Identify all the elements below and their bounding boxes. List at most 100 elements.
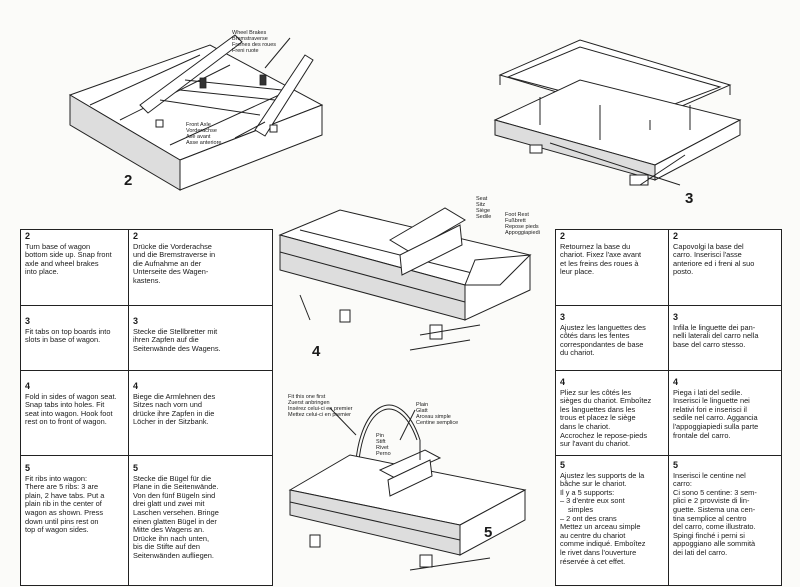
callout-line: Mettez celui-ci en premier	[288, 412, 351, 418]
cell-it-step-2: 2 Capovolgi la base del carro. Inserisci…	[668, 229, 782, 280]
callout-foot-rest: Foot Rest Fußbrett Repose pieds Appoggia…	[505, 212, 540, 236]
step-number: 5	[673, 460, 679, 470]
step-number: 2	[25, 231, 31, 241]
text-line: die Aufnahme an der	[133, 258, 202, 268]
text-line: Mitte des Wagens an.	[133, 525, 205, 535]
text-line: Seitenwände des Wagens.	[133, 343, 221, 353]
step-2-number: 2	[124, 172, 133, 189]
divider-left-col	[128, 229, 129, 586]
text-line: Turn base of wagon	[25, 241, 91, 251]
callout-line: Freni ruote	[232, 48, 259, 54]
callout-line: Freines des roues	[232, 42, 277, 48]
text-line: carro:	[673, 479, 692, 489]
cell-de-step-4: 4 Biege die Armlehnen des Sitzes nach vo…	[128, 379, 273, 430]
text-line: Capovolgi la base del	[673, 241, 744, 251]
text-line: l'appoggiapiedi sulla parte	[673, 421, 759, 431]
text-line: frontale del carro.	[673, 430, 731, 440]
text-line: ihren Zapfen auf die	[133, 335, 199, 345]
cell-fr-step-2: 2 Retournez la base du chariot. Fixez l'…	[555, 229, 668, 280]
divider-right-col	[668, 229, 669, 586]
text-line: drücke ihre Zapfen in die	[133, 408, 215, 418]
text-line: bâche sur le chariot.	[560, 479, 627, 489]
text-line: trous et placez le siège	[560, 413, 636, 423]
text-line: Accrochez le repose-pieds	[560, 430, 648, 440]
text-line: du chariot.	[560, 348, 595, 358]
callout-line: Sedile	[476, 214, 492, 220]
callout-fit-first: Fit this one first Zuerst anbringen Insé…	[288, 394, 353, 418]
text-line: Von den fünf Bügeln sind	[133, 490, 216, 500]
callout-line: Asse anteriore	[186, 140, 222, 146]
text-line: sedile nel carro. Aggancia	[673, 413, 758, 423]
text-line: tina semplice al centro	[673, 513, 747, 523]
text-line: Stecke die Bügel für die	[133, 473, 212, 483]
callout-line: Perno	[376, 451, 391, 457]
callout-line: Seat	[476, 196, 488, 202]
text-line: sièges du chariot. Emboîtez	[560, 396, 652, 406]
text-line: sur l'avant du chariot.	[560, 439, 631, 449]
text-line: Plane in die Seitenwände.	[133, 482, 219, 492]
callout-line: Wheel Brakes	[232, 30, 267, 36]
callout-line: Insérez celui-ci en premier	[288, 406, 353, 412]
step-number: 5	[25, 463, 31, 473]
callout-line: Fit this one first	[288, 394, 326, 400]
text-line: Pliez sur les côtés les	[560, 387, 632, 397]
divider-left-row-2	[20, 370, 273, 371]
text-line: rest on to front of wagon.	[25, 417, 107, 427]
illustration-step-4	[270, 200, 550, 365]
text-line: et les freins des roues à	[560, 258, 639, 268]
text-line: – 3 d'entre eux sont	[560, 496, 625, 506]
callout-plain: Plain Glatt Arceau simple Centine sempli…	[416, 402, 458, 426]
cell-de-step-3: 3 Stecke die Stellbretter mit ihren Zapf…	[128, 314, 273, 356]
divider-right-row-1	[555, 305, 782, 306]
text-line: del carro, come illustrato.	[673, 522, 756, 532]
step-number: 5	[133, 463, 139, 473]
cell-en-step-3: 3 Fit tabs on top boards into slots in b…	[20, 314, 128, 348]
callout-line: Front Axle	[186, 122, 211, 128]
text-line: guette. Sistema una cen-	[673, 504, 756, 514]
text-line: Stecke die Stellbretter mit	[133, 326, 218, 336]
callout-line: Zuerst anbringen	[288, 400, 330, 406]
text-line: Fit tabs on top boards into	[25, 326, 111, 336]
text-line: Unterseite des Wagen-	[133, 267, 209, 277]
text-line: bottom side up. Snap front	[25, 250, 112, 260]
text-line: Fit ribs into wagon:	[25, 473, 88, 483]
text-line: einen glatten Bügel in der	[133, 516, 217, 526]
text-line: les languettes dans les	[560, 404, 636, 414]
text-line: slots in base of wagon.	[25, 335, 101, 345]
text-line: dei lati del carro.	[673, 547, 728, 557]
text-line: correspondantes de base	[560, 339, 644, 349]
cell-en-step-4: 4 Fold in sides of wagon seat. Snap tabs…	[20, 379, 128, 430]
callout-line: Stift	[376, 439, 386, 445]
text-line: und die Bremstraverse in	[133, 250, 216, 260]
text-line: base del carro stesso.	[673, 339, 746, 349]
callout-line: Fußbrett	[505, 218, 526, 224]
cell-de-step-5: 5 Stecke die Bügel für die Plane in die …	[128, 461, 273, 564]
step-number: 2	[560, 231, 566, 241]
text-line: leur place.	[560, 267, 595, 277]
callout-wheel-brakes: Wheel Brakes Bremstraverse Freines des r…	[232, 30, 276, 54]
cell-fr-step-4: 4 Pliez sur les côtés les sièges du char…	[555, 375, 668, 452]
callout-line: Pin	[376, 433, 384, 439]
text-line: axle and wheel brakes	[25, 258, 99, 268]
text-line: drei glatt und zwei mit	[133, 499, 205, 509]
text-line: dans le chariot.	[560, 421, 611, 431]
text-line: top of wagon sides.	[25, 525, 89, 535]
text-line: Löcher in der Sitzbank.	[133, 417, 209, 427]
cell-it-step-4: 4 Piega i lati del sedile. Inserisci le …	[668, 375, 782, 443]
step-number: 4	[673, 377, 679, 387]
text-line: Drücke die Vorderachse	[133, 241, 212, 251]
cell-fr-step-5: 5 Ajustez les supports de la bâche sur l…	[555, 458, 668, 569]
callout-line: Siège	[476, 208, 491, 214]
step-number: 4	[133, 381, 139, 391]
text-line: Piega i lati del sedile.	[673, 387, 743, 397]
text-line: relativi fori e inserisci il	[673, 404, 747, 414]
text-line: comme indiqué. Emboîtez	[560, 539, 646, 549]
text-line: le rivet dans l'ouverture	[560, 547, 637, 557]
callout-seat: Seat Sitz Siège Sedile	[476, 196, 491, 220]
text-line: seat into wagon. Hook foot	[25, 408, 113, 418]
text-line: carro. Inserisci l'asse	[673, 250, 742, 260]
wagon-sides-drawing	[493, 39, 742, 186]
text-line: – 2 ont des crans	[560, 513, 617, 523]
text-line: Il y a 5 supports:	[560, 487, 615, 497]
